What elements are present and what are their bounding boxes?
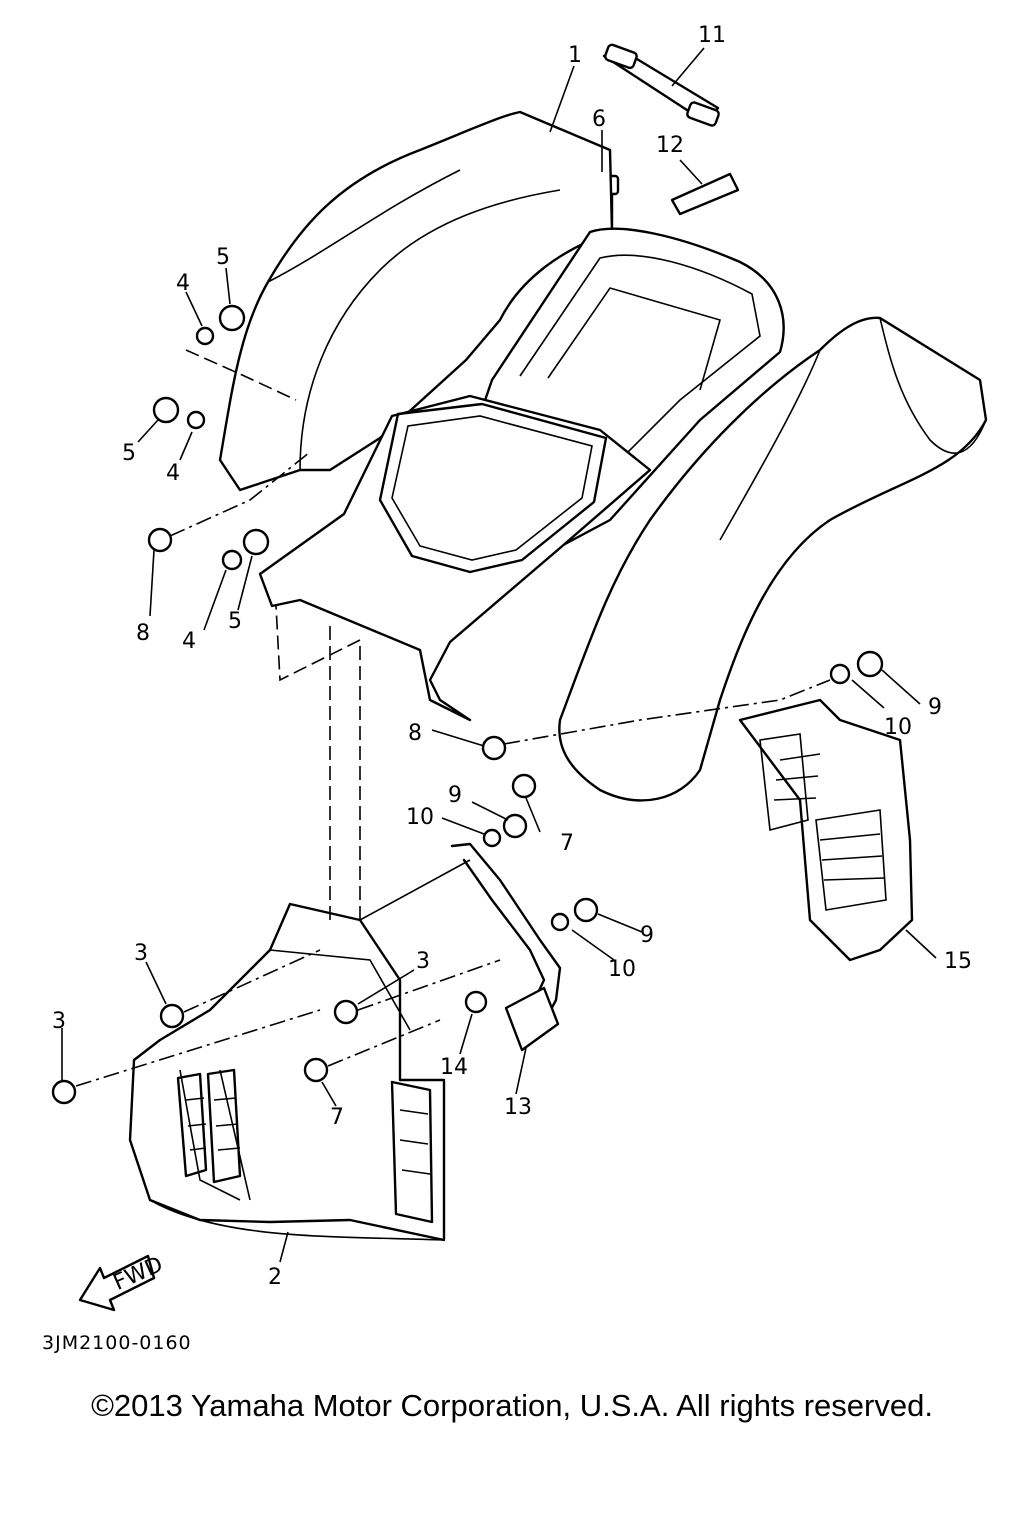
callout-1: 1 [568,43,582,68]
callout-5: 5 [216,245,230,270]
drawing-code: 3JM2100-0160 [42,1332,192,1354]
fasteners [51,304,884,1105]
part-15-mud-guard-right [738,698,914,962]
callout-3: 3 [134,941,148,966]
copyright-notice: ©2013 Yamaha Motor Corporation, U.S.A. A… [91,1388,933,1423]
callout-5: 5 [122,441,136,466]
callout-9: 9 [640,923,654,948]
callout-10: 10 [884,715,912,740]
callout-numbers: 1 2 3 3 3 4 4 4 5 5 5 6 7 7 8 8 9 9 9 10… [52,23,972,1290]
callout-13: 13 [504,1095,532,1120]
callout-5: 5 [228,609,242,634]
callout-14: 14 [440,1055,468,1080]
callout-6: 6 [592,107,606,132]
callout-3: 3 [52,1009,66,1034]
callout-7: 7 [330,1105,344,1130]
callout-12: 12 [656,133,684,158]
callout-4: 4 [182,629,196,654]
callout-4: 4 [166,461,180,486]
part-13-bracket [450,842,562,1052]
callout-10: 10 [406,805,434,830]
callout-8: 8 [408,721,422,746]
leader-lines [61,47,937,1263]
callout-9: 9 [448,783,462,808]
callout-10: 10 [608,957,636,982]
assembly-lines [75,349,831,1087]
part-1-rear-fender [218,110,988,802]
callout-9: 9 [928,695,942,720]
part-2-front-guard [128,902,446,1242]
callout-3: 3 [416,949,430,974]
callout-11: 11 [698,23,726,48]
part-11-strap [602,43,720,127]
callout-2: 2 [268,1265,282,1290]
callout-15: 15 [944,949,972,974]
fwd-label: FWD [110,1252,167,1296]
callout-8: 8 [136,621,150,646]
part-12-label [670,172,740,216]
callout-4: 4 [176,271,190,296]
fwd-arrow-icon: FWD [78,1252,167,1312]
callout-7: 7 [560,831,574,856]
